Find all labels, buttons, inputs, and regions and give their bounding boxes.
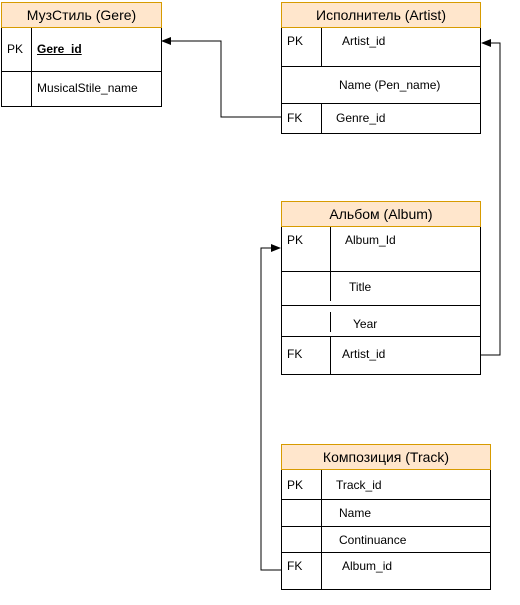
row-key: FK [287, 111, 303, 125]
entity-row[interactable]: PK Track_id [282, 470, 490, 499]
row-attribute: Track_id [336, 478, 382, 492]
entity-row[interactable]: PK Artist_id [282, 28, 480, 66]
row-attribute: Album_Id [345, 233, 396, 247]
entity-artist[interactable]: Исполнитель (Artist) PK Artist_id Name (… [281, 2, 481, 134]
row-attribute: Genre_id [336, 111, 386, 125]
row-key: PK [287, 34, 304, 48]
column-divider [321, 28, 322, 36]
row-attribute: Title [349, 280, 372, 294]
entity-row[interactable]: Name (Pen_name) [282, 66, 480, 103]
row-attribute: Artist_id [342, 347, 386, 361]
entity-row[interactable]: Title [282, 271, 480, 305]
entity-row[interactable]: FK Artist_id [282, 336, 480, 375]
entity-track-title: Композиция (Track) [322, 449, 450, 465]
entity-album-header: Альбом (Album) [281, 201, 481, 227]
row-key: PK [287, 233, 304, 247]
entity-row[interactable]: FK Album_id [282, 552, 490, 590]
entity-genre-title: МузСтиль (Gere) [26, 7, 137, 23]
entity-genre[interactable]: МузСтиль (Gere) PK Gere_id MusicalStile_… [1, 2, 162, 107]
entity-row[interactable]: FK Genre_id [282, 103, 480, 134]
row-key: PK [287, 478, 304, 492]
row-attribute: Name (Pen_name) [339, 78, 441, 92]
column-divider [330, 227, 331, 271]
entity-album-title: Альбом (Album) [329, 206, 433, 222]
row-key: FK [287, 559, 303, 573]
entity-row[interactable]: Name [282, 499, 490, 526]
column-divider [321, 470, 322, 590]
connector-track-to-album [260, 244, 281, 571]
entity-artist-title: Исполнитель (Artist) [316, 7, 446, 23]
connector-artist-to-genre [161, 37, 281, 118]
row-key: PK [7, 42, 24, 56]
row-attribute: MusicalStile_name [37, 81, 138, 95]
column-divider [31, 28, 32, 107]
row-key: FK [287, 347, 303, 361]
entity-row[interactable]: PK Gere_id [2, 28, 161, 71]
entity-artist-header: Исполнитель (Artist) [281, 2, 481, 28]
entity-track-header: Композиция (Track) [281, 444, 491, 470]
column-divider [321, 103, 322, 134]
row-attribute: Artist_id [342, 34, 386, 48]
column-divider [330, 271, 331, 301]
row-attribute: Gere_id [37, 42, 82, 56]
row-attribute: Name [339, 506, 372, 520]
row-attribute: Continuance [339, 533, 407, 547]
row-attribute: Year [353, 317, 378, 331]
column-divider [321, 36, 322, 66]
connector-album-to-artist [480, 39, 501, 356]
entity-track[interactable]: Композиция (Track) PK Track_id Name Cont… [281, 444, 491, 590]
entity-row[interactable]: Year [282, 305, 480, 336]
entity-album[interactable]: Альбом (Album) PK Album_Id Title Year FK… [281, 201, 481, 375]
row-attribute: Album_id [342, 559, 393, 573]
entity-row[interactable]: Continuance [282, 526, 490, 552]
column-divider [330, 336, 331, 375]
entity-row[interactable]: PK Album_Id [282, 227, 480, 271]
entity-row[interactable]: MusicalStile_name [2, 71, 161, 108]
column-divider [330, 312, 331, 332]
entity-genre-header: МузСтиль (Gere) [1, 2, 162, 28]
